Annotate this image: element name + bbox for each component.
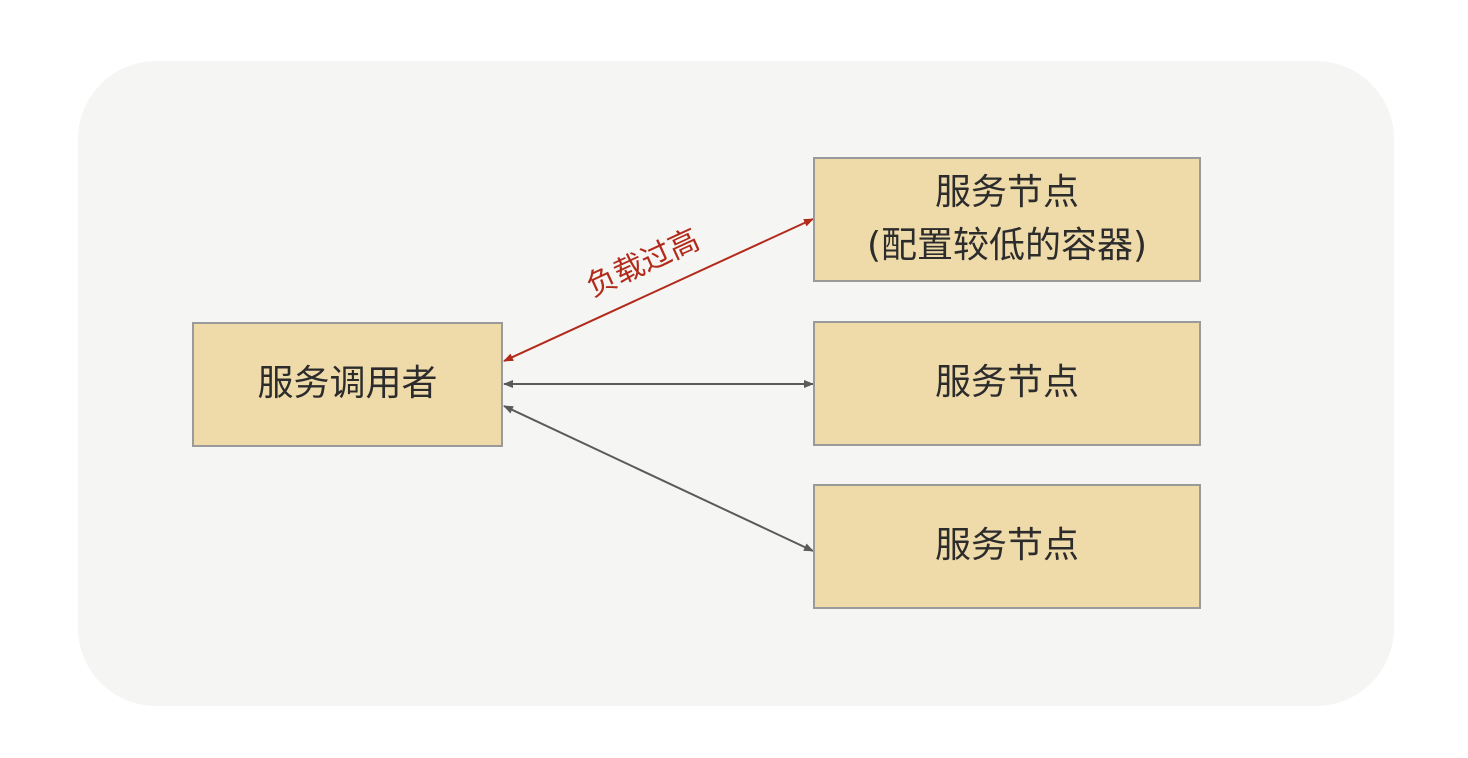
service-node-low-config: 服务节点 (配置较低的容器) — [813, 157, 1201, 282]
service-node-label: 服务节点 — [934, 525, 1079, 567]
service-node-sublabel: (配置较低的容器) — [866, 224, 1148, 266]
service-caller-label: 服务调用者 — [257, 363, 438, 405]
service-node-label: 服务节点 — [934, 362, 1079, 404]
edge-overload — [503, 218, 814, 362]
edge-node3 — [503, 405, 814, 552]
overload-label: 负载过高 — [581, 222, 705, 304]
service-node-2: 服务节点 — [813, 321, 1201, 446]
service-node-3: 服务节点 — [813, 484, 1201, 609]
service-caller-node: 服务调用者 — [192, 322, 503, 447]
service-node-label: 服务节点 — [934, 172, 1079, 214]
figure-caption — [0, 748, 1468, 758]
